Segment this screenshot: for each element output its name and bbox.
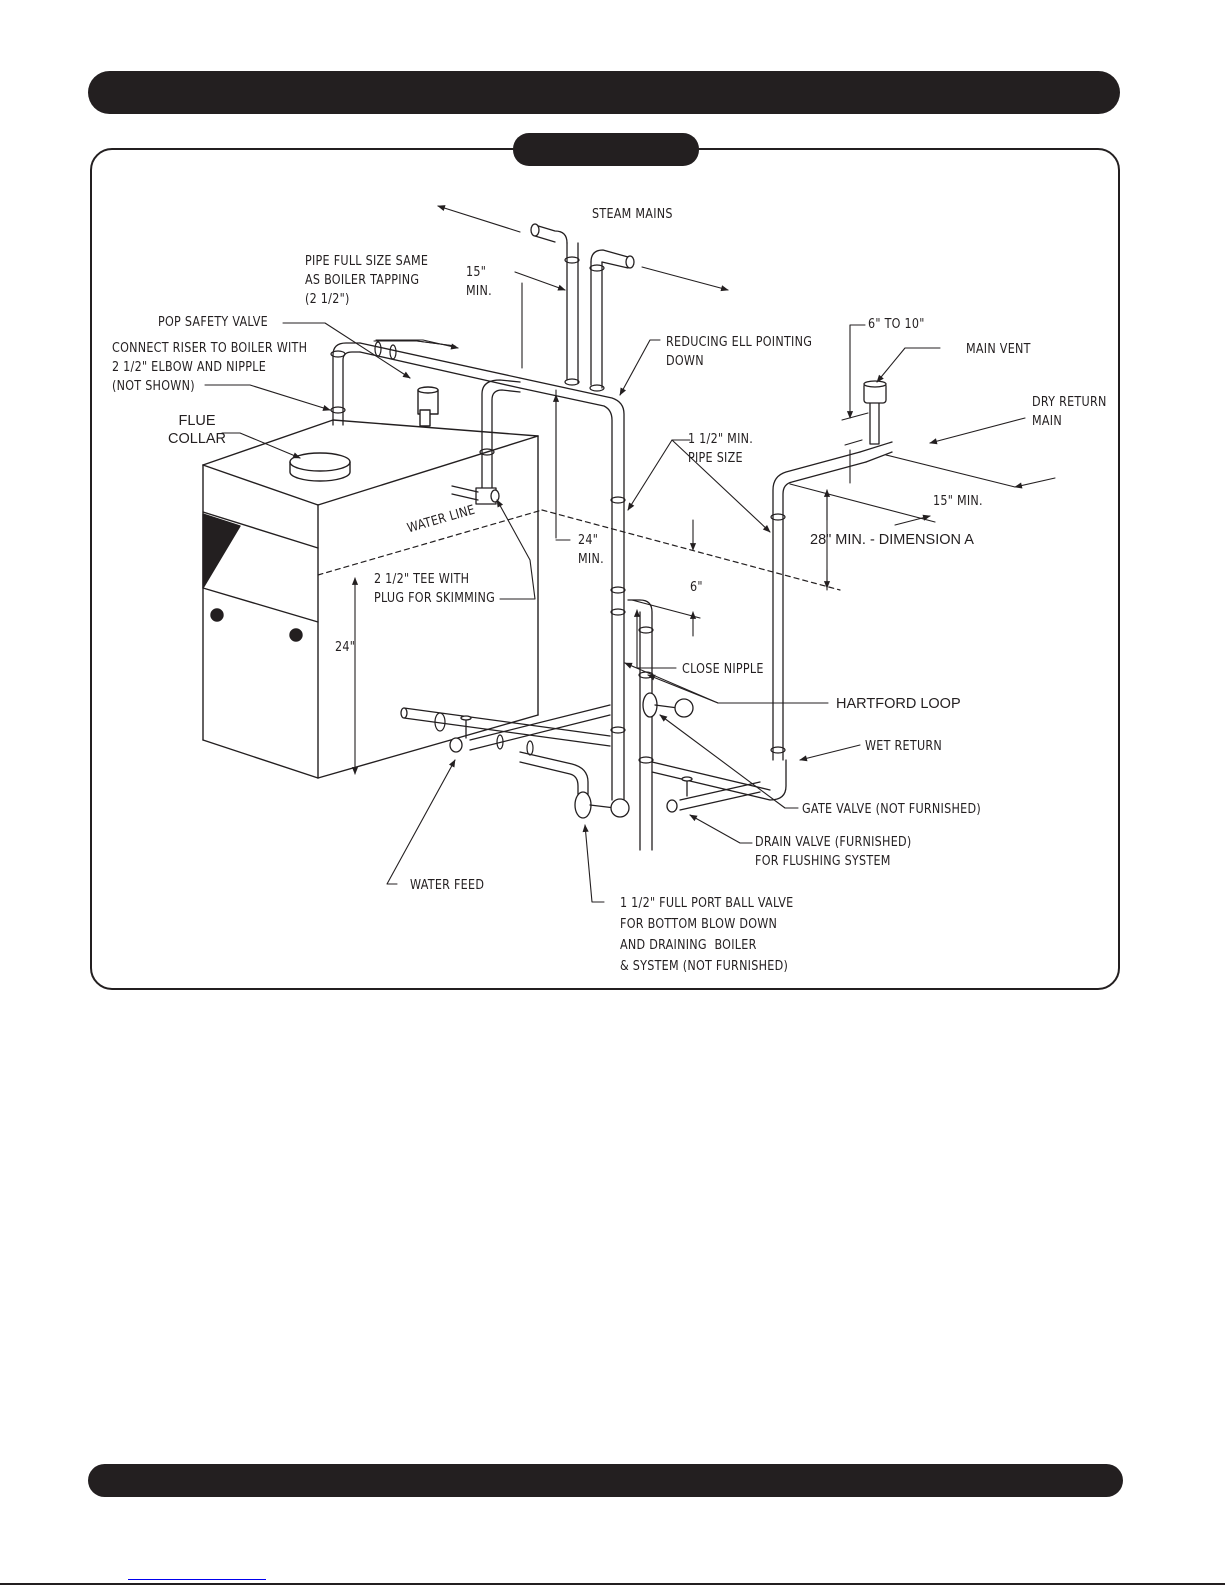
- label-15-min-right: 15" MIN.: [933, 494, 983, 509]
- label-24-min: 24" MIN.: [578, 533, 604, 567]
- label-wet-return: WET RETURN: [865, 739, 943, 754]
- label-main-vent: MAIN VENT: [966, 342, 1031, 357]
- label-ball-valve: 1 1/2" FULL PORT BALL VALVE FOR BOTTOM B…: [620, 896, 794, 974]
- figure-title-tab: [513, 133, 699, 166]
- header-bar: [88, 71, 1120, 114]
- boiler-indicator-dot: [210, 608, 224, 622]
- label-15-min-top: 15" MIN.: [466, 265, 492, 299]
- label-hartford-loop: HARTFORD LOOP: [836, 696, 961, 712]
- steam-header-piping: [332, 223, 635, 801]
- boiler-indicator-dot: [289, 628, 303, 642]
- label-dimension-a: 28" MIN. - DIMENSION A: [810, 532, 974, 548]
- bottom-piping: [400, 704, 630, 819]
- label-gate-valve: GATE VALVE (NOT FURNISHED): [802, 802, 981, 817]
- label-steam-mains: STEAM MAINS: [592, 207, 673, 222]
- label-reducing-ell: REDUCING ELL POINTING DOWN: [666, 335, 813, 369]
- label-flue-collar: FLUE COLLAR: [168, 413, 227, 447]
- piping-diagram: [202, 205, 1056, 903]
- pipe-couplings: [330, 256, 786, 764]
- label-drain-valve: DRAIN VALVE (FURNISHED) FOR FLUSHING SYS…: [755, 835, 912, 869]
- label-pipe-full-size: PIPE FULL SIZE SAME AS BOILER TAPPING (2…: [305, 254, 429, 307]
- label-6-to-10: 6" TO 10": [868, 317, 925, 332]
- label-6-inch: 6": [690, 580, 703, 595]
- label-pipe-size: 1 1/2" MIN. PIPE SIZE: [688, 432, 754, 466]
- boiler-body: [202, 419, 540, 779]
- page-link-underline[interactable]: [128, 1579, 266, 1580]
- label-connect-riser: CONNECT RISER TO BOILER WITH 2 1/2" ELBO…: [112, 341, 308, 394]
- label-24-inch: 24": [335, 640, 356, 655]
- pop-safety-valve-graphic: [417, 386, 439, 427]
- footer-bar: [88, 1464, 1123, 1497]
- label-pop-safety-valve: POP SAFETY VALVE: [158, 315, 268, 330]
- burner-opening-shading: [202, 513, 241, 589]
- return-piping: [627, 380, 893, 851]
- label-water-feed: WATER FEED: [410, 878, 485, 893]
- label-tee-with-plug: 2 1/2" TEE WITH PLUG FOR SKIMMING: [374, 572, 496, 606]
- label-close-nipple: CLOSE NIPPLE: [682, 662, 764, 677]
- flue-collar-graphic: [289, 452, 351, 482]
- label-dry-return-main: DRY RETURN MAIN: [1032, 395, 1107, 429]
- leader-lines: [204, 322, 1026, 903]
- page-bottom-rule: [0, 1583, 1225, 1585]
- dimension-lines: [351, 205, 1056, 775]
